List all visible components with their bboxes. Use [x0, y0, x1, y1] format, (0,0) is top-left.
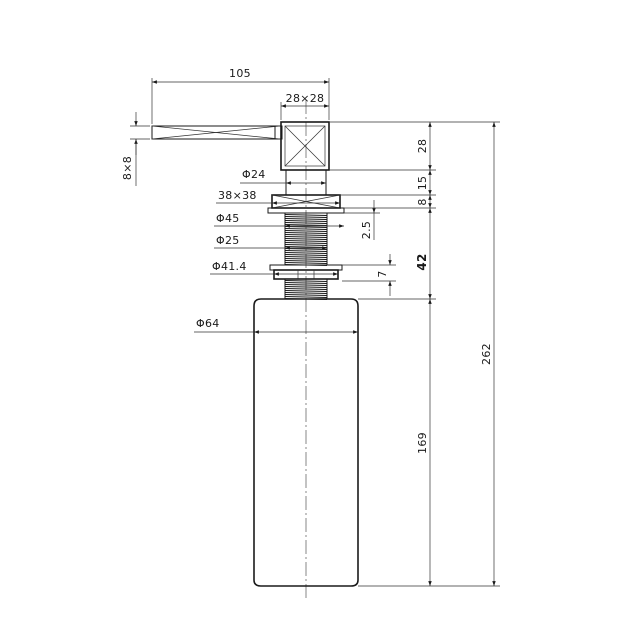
thread-line	[284, 218, 328, 220]
thread-line	[284, 216, 328, 218]
thread-line	[284, 244, 328, 246]
dim-neck-diameter: Φ24	[240, 168, 326, 185]
thread-line	[284, 214, 328, 216]
thread-line	[284, 290, 328, 292]
flange-height-label: 8	[416, 198, 429, 205]
dim-spout-section: 8×8	[121, 112, 150, 186]
thread-line	[284, 246, 328, 248]
nut-height-label: 7	[376, 270, 389, 277]
dim-vertical-stack: 28 15 8 42 169	[329, 121, 500, 587]
thread-line	[284, 236, 328, 238]
dim-total-height: 262	[480, 122, 496, 586]
thread-line	[284, 228, 328, 230]
dim-bottle-diameter: Φ64	[194, 317, 358, 334]
thread-line	[284, 260, 328, 262]
dim-nut-height: 7	[342, 254, 396, 296]
head-height-label: 28	[416, 139, 429, 154]
thread-line	[284, 254, 328, 256]
thread-line	[284, 234, 328, 236]
pump-head	[280, 121, 330, 171]
thread-line	[284, 240, 328, 242]
dim-thread-diameter: Φ25	[214, 234, 327, 250]
dim-thread-outer: Φ45	[214, 212, 344, 228]
dim-flange-square: 38×38	[216, 189, 340, 205]
flange-square-label: 38×38	[218, 189, 257, 202]
dim-thread-offset: 2.5	[344, 200, 380, 240]
nut-diameter-label: Φ41.4	[212, 260, 247, 273]
spout-length-label: 105	[229, 67, 251, 80]
thread-line	[284, 262, 328, 264]
thread-line	[284, 296, 328, 298]
dim-nut-diameter: Φ41.4	[210, 260, 338, 276]
mount-height-label: 42	[415, 253, 429, 270]
bottle-height-label: 169	[416, 432, 429, 454]
neck-diameter-label: Φ24	[242, 168, 266, 181]
thread-line	[284, 222, 328, 224]
thread-line	[284, 238, 328, 240]
dim-head-square: 28×28	[280, 92, 329, 120]
thread-line	[284, 292, 328, 294]
thread-line	[284, 256, 328, 258]
thread-line	[284, 226, 328, 228]
thread-line	[284, 242, 328, 244]
thread-line	[284, 230, 328, 232]
head-square-label: 28×28	[286, 92, 325, 105]
thread-line	[284, 286, 328, 288]
thread-line	[284, 294, 328, 296]
dim-spout-length: 105	[151, 67, 330, 124]
thread-line	[284, 258, 328, 260]
thread-diameter-label: Φ25	[216, 234, 240, 247]
spout	[151, 125, 283, 140]
thread-line	[284, 282, 328, 284]
thread-line	[284, 284, 328, 286]
bottle	[253, 298, 359, 587]
thread-line	[284, 248, 328, 250]
thread-line	[284, 250, 328, 252]
total-height-label: 262	[480, 343, 493, 365]
thread-line	[284, 288, 328, 290]
bottle-diameter-label: Φ64	[196, 317, 220, 330]
neck-height-label: 15	[416, 176, 429, 191]
thread-line	[284, 232, 328, 234]
thread-offset-label: 2.5	[360, 221, 373, 239]
thread-line	[284, 252, 328, 254]
thread-line	[284, 280, 328, 282]
thread-line	[284, 220, 328, 222]
thread-line	[284, 224, 328, 226]
thread-outer-label: Φ45	[216, 212, 240, 225]
spout-section-label: 8×8	[121, 156, 134, 180]
